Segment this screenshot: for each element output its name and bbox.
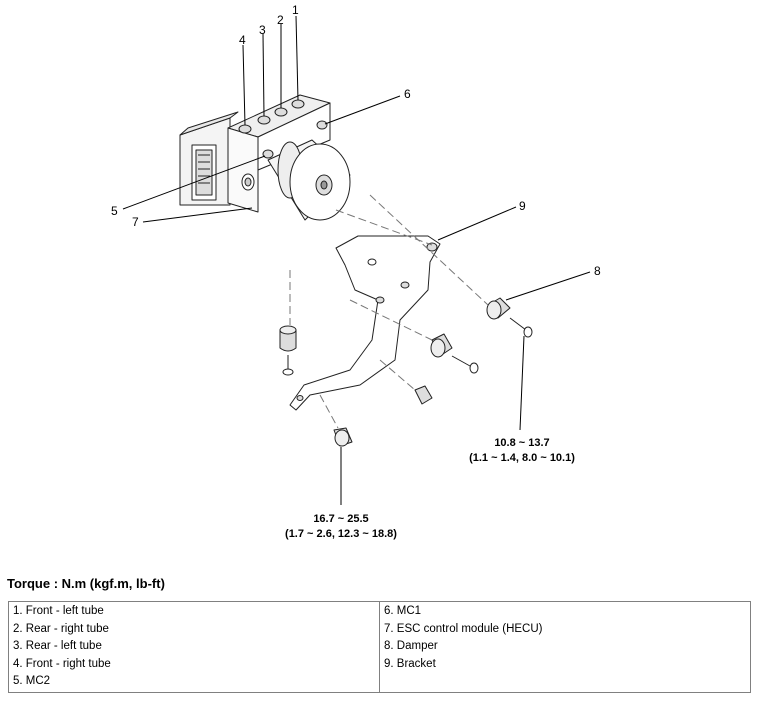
legend-column-right: 6. MC1 7. ESC control module (HECU) 8. D… [379, 602, 750, 692]
legend-item: 5. MC2 [13, 675, 51, 687]
legend-item: 7. ESC control module (HECU) [384, 622, 543, 635]
legend-item: 6. MC1 [384, 605, 422, 617]
tube-ports [238, 99, 328, 159]
legend-item: 3. Rear - left tube [13, 640, 102, 652]
damper-set [279, 297, 533, 447]
torque-bracket-line1: 16.7 ~ 25.5 [313, 513, 368, 525]
callout-2: 2 [277, 13, 284, 27]
legend-item: 8. Damper [384, 640, 438, 652]
exploded-assembly-diagram: 1 2 3 4 5 6 7 8 9 10.8 ~ 13.7 (1.1 ~ 1.4… [111, 3, 601, 540]
callout-8: 8 [594, 264, 601, 278]
legend-item: 9. Bracket [384, 657, 436, 670]
callout-5: 5 [111, 204, 118, 218]
pump-motor [267, 139, 351, 221]
callout-3: 3 [259, 23, 266, 37]
callout-7: 7 [132, 215, 139, 229]
legend-column-left: 1. Front - left tube 2. Rear - right tub… [9, 602, 379, 692]
legend-item: 1. Front - left tube [13, 605, 104, 617]
legend-item: 4. Front - right tube [13, 657, 111, 670]
torque-damper-line2: (1.1 ~ 1.4, 8.0 ~ 10.1) [469, 452, 575, 464]
callout-9: 9 [519, 199, 526, 213]
alignment-lines [289, 194, 489, 429]
torque-damper-line1: 10.8 ~ 13.7 [494, 437, 549, 449]
callout-4: 4 [239, 33, 246, 47]
bracket [289, 235, 441, 411]
callout-1: 1 [292, 3, 299, 17]
torque-bracket-line2: (1.7 ~ 2.6, 12.3 ~ 18.8) [285, 528, 397, 540]
callout-6: 6 [404, 87, 411, 101]
legend-item: 2. Rear - right tube [13, 622, 109, 635]
parts-legend-table: 1. Front - left tube 2. Rear - right tub… [8, 601, 751, 693]
hydraulic-block [227, 94, 331, 213]
torque-units-header: Torque : N.m (kgf.m, lb-ft) [7, 576, 165, 591]
leader-lines [122, 15, 591, 505]
